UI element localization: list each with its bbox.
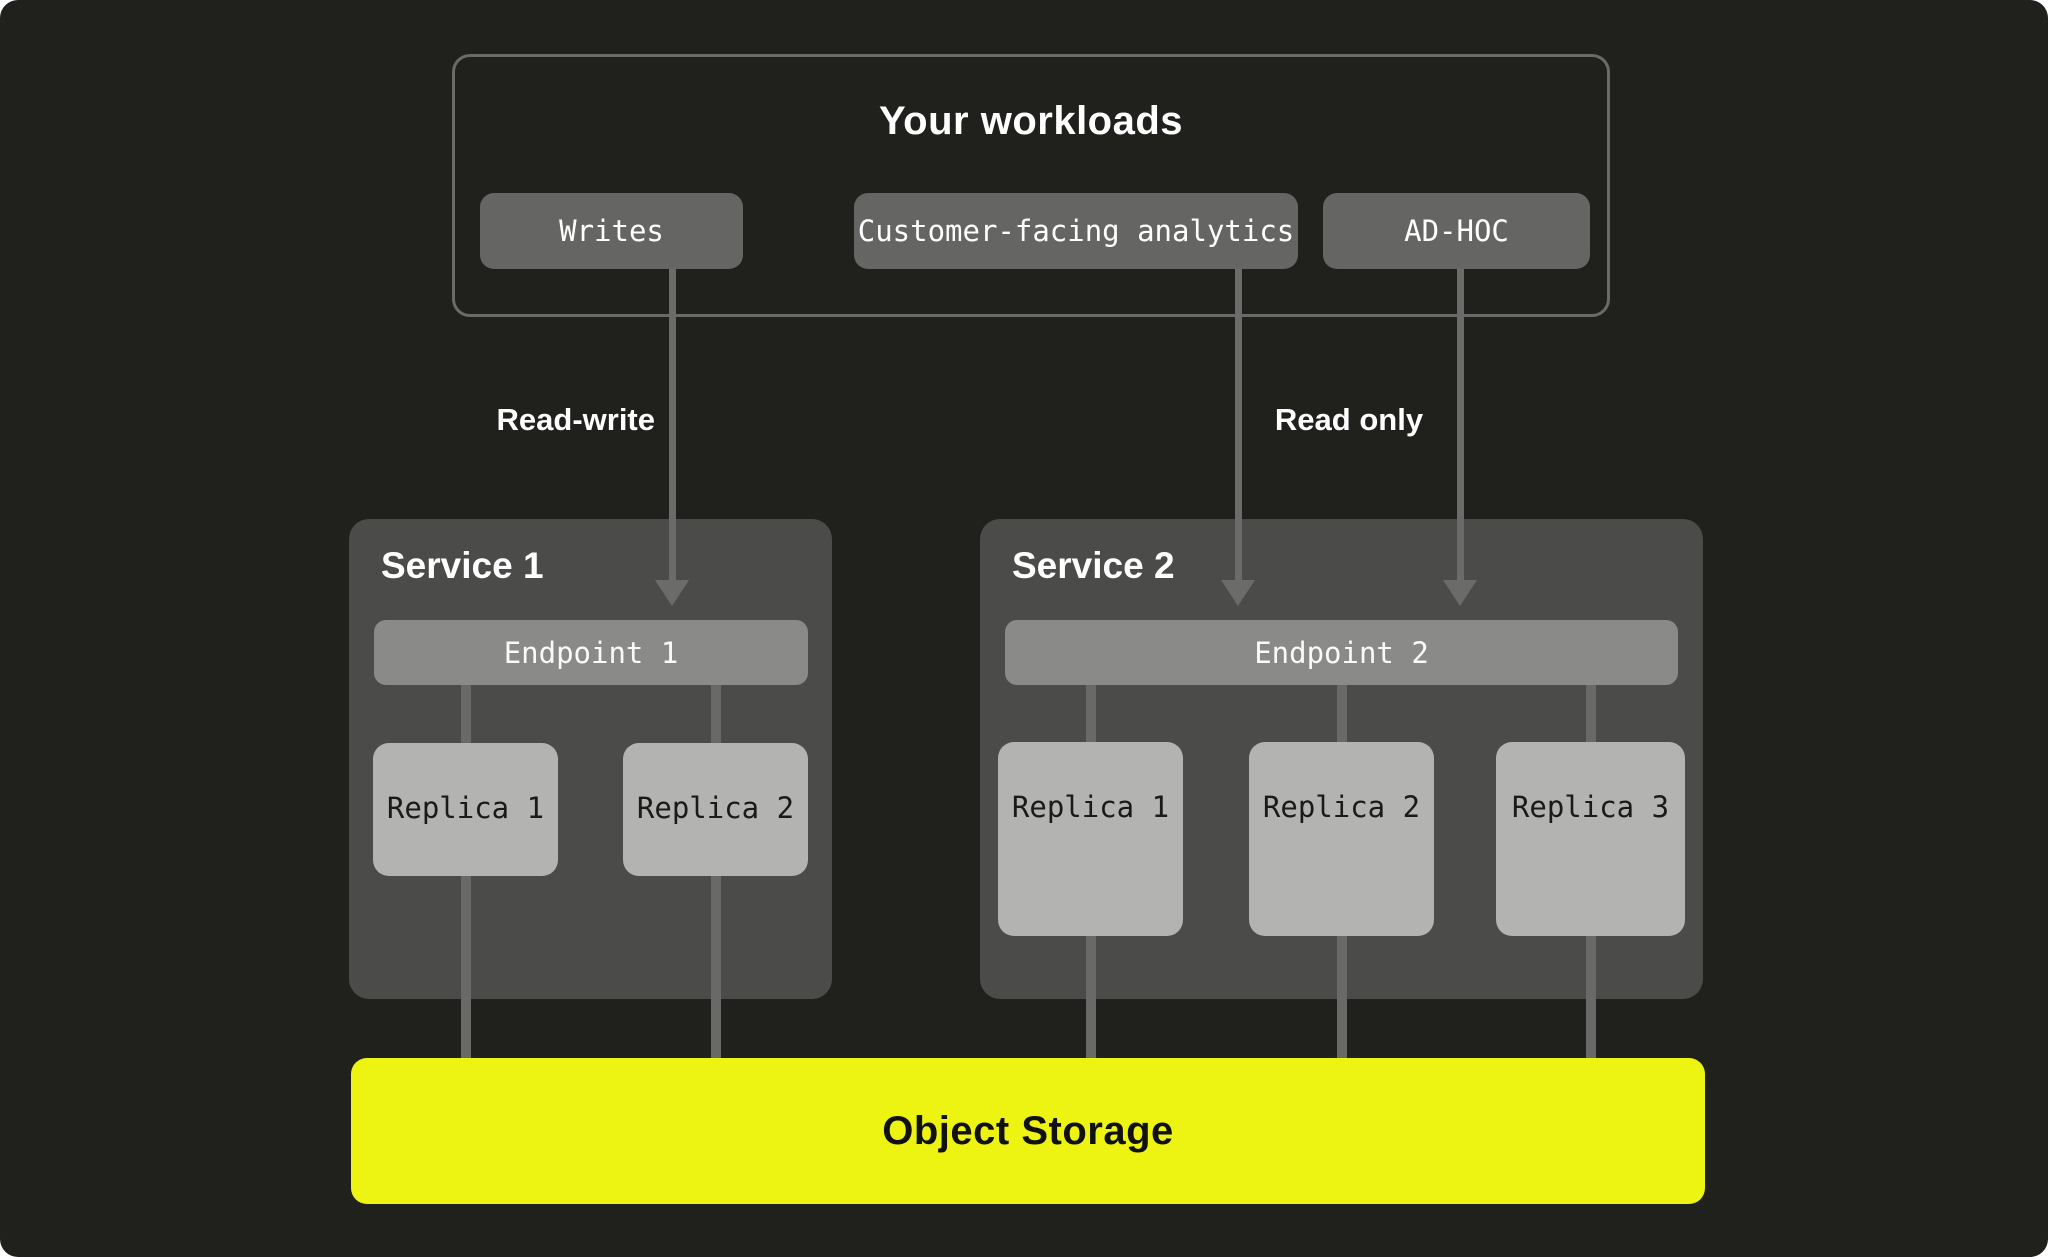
- replica-label: Replica 1: [1011, 790, 1170, 824]
- endpoint-2-label: Endpoint 2: [1254, 635, 1429, 670]
- workload-chip-writes: Writes: [480, 193, 743, 269]
- arrowhead-down-icon: [655, 580, 689, 606]
- arrowhead-down-icon: [1221, 580, 1255, 606]
- arrow-writes-to-endpoint1: [669, 269, 676, 582]
- arrow-analytics-to-endpoint2: [1235, 269, 1242, 582]
- service-2-title: Service 2: [1012, 545, 1175, 586]
- your-workloads-box: Your workloads: [452, 54, 1610, 317]
- workload-chip-writes-label: Writes: [559, 214, 664, 248]
- object-storage-label: Object Storage: [882, 1108, 1174, 1153]
- service-1-replica-1: Replica 1: [373, 743, 558, 876]
- replica-label: Replica 1: [386, 791, 545, 825]
- arrow-adhoc-to-endpoint2: [1457, 269, 1464, 582]
- endpoint-2: Endpoint 2: [1005, 620, 1678, 685]
- service-2-replica-3: Replica 3: [1496, 742, 1685, 936]
- read-only-label: Read only: [1274, 402, 1424, 437]
- workload-chip-adhoc-label: AD-HOC: [1404, 214, 1509, 248]
- endpoint-1-label: Endpoint 1: [503, 635, 679, 670]
- service-1-title: Service 1: [381, 545, 544, 586]
- workload-chip-cfa-label: Customer-facing analytics: [857, 214, 1295, 248]
- read-write-label: Read-write: [496, 402, 655, 437]
- service-1-replica-2: Replica 2: [623, 743, 808, 876]
- replica-label: Replica 2: [636, 791, 795, 825]
- replica-label: Replica 3: [1511, 790, 1670, 824]
- object-storage-bar: Object Storage: [351, 1058, 1705, 1204]
- workloads-title: Your workloads: [878, 99, 1184, 143]
- workload-chip-customer-facing-analytics: Customer-facing analytics: [854, 193, 1298, 269]
- workload-chip-ad-hoc: AD-HOC: [1323, 193, 1590, 269]
- arrowhead-down-icon: [1443, 580, 1477, 606]
- service-2-replica-2: Replica 2: [1249, 742, 1434, 936]
- replica-label: Replica 2: [1262, 790, 1421, 824]
- service-2-replica-1: Replica 1: [998, 742, 1183, 936]
- endpoint-1: Endpoint 1: [374, 620, 808, 685]
